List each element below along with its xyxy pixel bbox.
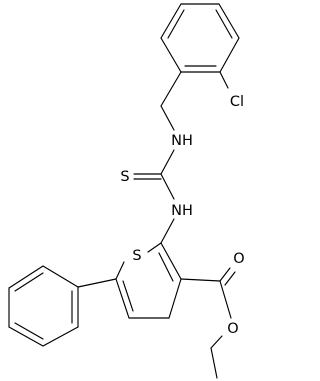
ester-oxygen-label: O <box>227 321 238 337</box>
thiophene-sulfur-label: S <box>132 248 141 264</box>
carbonyl-oxygen-label: O <box>233 251 244 267</box>
thiocarbonyl-sulfur-label: S <box>120 169 129 185</box>
bond-thiophene-phenyl <box>77 278 117 288</box>
thiophene-ring <box>115 242 182 319</box>
bond-c-cl <box>219 71 229 89</box>
chlorophenyl-ring <box>160 3 240 73</box>
bond-nh-cthio <box>160 149 175 175</box>
bond-cthio-nh <box>160 173 175 200</box>
bond-ring-ch2 <box>160 71 182 107</box>
nh-benzyl-label: NH <box>171 133 193 149</box>
bond-ethyl-ch2-ch3 <box>210 347 218 379</box>
molecule-structure: Cl NH S NH S O O <box>8 3 245 379</box>
bond-co-double-1 <box>219 267 231 282</box>
chlorine-label: Cl <box>230 94 244 110</box>
bond-carbonyl-oxygen <box>219 280 232 319</box>
bond-nh-thiophene <box>160 218 175 244</box>
phenyl-ring <box>8 265 79 347</box>
bond-ring-carbonyl <box>180 278 221 282</box>
bond-ch2-nh <box>160 105 175 131</box>
nh-thiophene-label: NH <box>171 203 193 219</box>
bond-co-double-2 <box>224 271 236 286</box>
bond-oxygen-ch2 <box>210 335 223 349</box>
